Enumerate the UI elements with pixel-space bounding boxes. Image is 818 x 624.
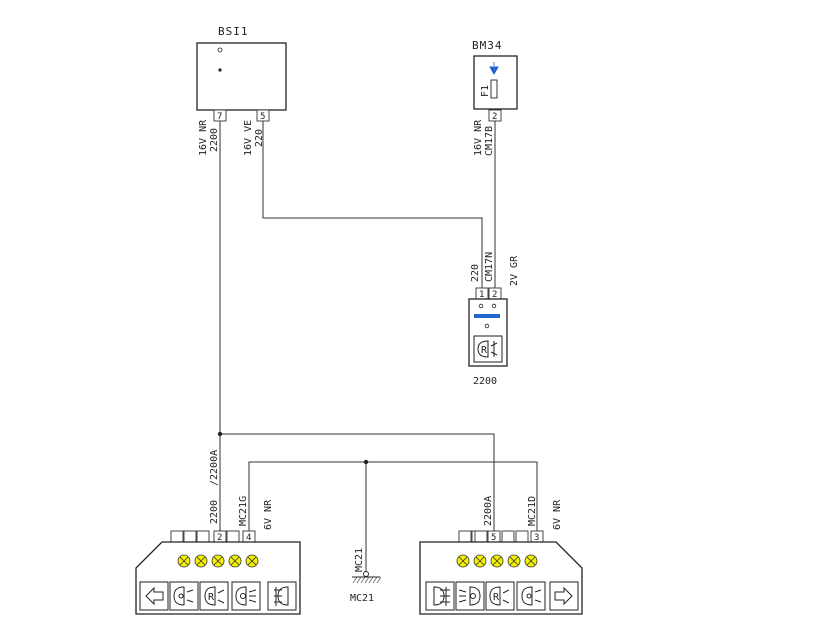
right-lamp-icons: R — [425, 581, 579, 611]
wire-label-16v-nr-b: 16V NR — [473, 119, 484, 156]
ground-mc21: MC21 — [350, 571, 382, 604]
junction-node-1 — [217, 431, 223, 437]
svg-text:7: 7 — [217, 112, 222, 122]
wire-bus-2200a — [220, 433, 495, 531]
bm34-label: BM34 — [472, 39, 503, 52]
svg-text:R: R — [481, 345, 488, 356]
component-bsi1: BSI1 7 5 — [196, 25, 287, 122]
fuse-label: F1 — [480, 85, 491, 97]
wire-label-mc21g: MC21G — [238, 496, 249, 526]
wire-bsi-pin5 — [262, 120, 483, 288]
svg-text:R: R — [493, 592, 500, 603]
svg-text:5: 5 — [260, 112, 265, 122]
wire-label-2200a-slash: /2200A — [209, 450, 220, 486]
wire-label-2200-a: 2200 — [209, 128, 220, 152]
wires — [217, 50, 538, 572]
bm34-pin-2 — [488, 109, 502, 122]
bsi1-pin-7 — [213, 109, 227, 122]
junction-node-2 — [363, 459, 369, 465]
wire-label-2200a: 2200A — [483, 496, 494, 526]
wire-label-2v-gr: 2V GR — [509, 255, 520, 286]
indicator-right-icon — [549, 581, 579, 611]
left-lamp-icons: R — [139, 581, 297, 611]
svg-text:2: 2 — [217, 533, 222, 543]
svg-text:4: 4 — [246, 533, 251, 543]
svg-text:R: R — [208, 592, 215, 603]
svg-text:3: 3 — [534, 533, 539, 543]
wire-ground-bus — [248, 461, 538, 531]
rear-fog-icon: R — [477, 340, 498, 358]
svg-text:2: 2 — [492, 112, 497, 122]
wire-label-220-a: 220 — [254, 129, 265, 147]
wire-label-cm17n: CM17N — [484, 252, 495, 282]
component-bm34: BM34 F1 2 — [472, 39, 518, 122]
svg-text:2: 2 — [492, 290, 497, 300]
wire-label-6v-nr-a: 6V NR — [263, 499, 274, 530]
switch-code-label: 2200 — [473, 376, 497, 387]
wire-label-mc21-vert: MC21 — [354, 548, 365, 572]
component-right-lamp-unit: 5 3 R — [419, 530, 583, 615]
bsi1-pin-5 — [256, 109, 270, 122]
wire-label-16v-nr-a: 16V NR — [198, 119, 209, 156]
ground-label: MC21 — [350, 593, 374, 604]
wire-label-16v-ve: 16V VE — [243, 120, 254, 156]
indicator-left-icon — [139, 581, 169, 611]
wire-label-6v-nr-b: 6V NR — [552, 499, 563, 530]
left-lamp-bulbs — [177, 554, 259, 568]
wire-label-cm17b: CM17B — [484, 126, 495, 156]
svg-text:1: 1 — [479, 290, 484, 300]
component-switch-2200: 1 2 R 2200 — [468, 287, 508, 387]
bsi1-label: BSI1 — [218, 25, 249, 38]
svg-text:5: 5 — [491, 533, 496, 543]
wire-label-220-b: 220 — [470, 264, 481, 282]
right-lamp-bulbs — [456, 554, 538, 568]
component-left-lamp-unit: 2 4 R — [135, 530, 301, 615]
wire-label-mc21d: MC21D — [527, 496, 538, 526]
wire-label-2200-b: 2200 — [209, 500, 220, 524]
